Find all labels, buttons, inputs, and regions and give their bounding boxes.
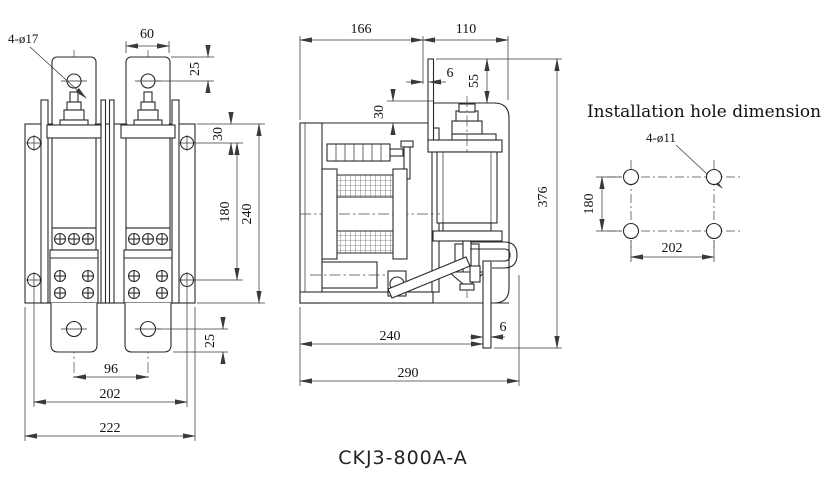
- install-hole: [622, 222, 640, 240]
- top-bracket-plate: [427, 58, 435, 142]
- dim-rear-depth: 110: [456, 22, 476, 37]
- coil-winding: [336, 174, 394, 198]
- coil-winding: [336, 230, 394, 254]
- dim-body-depth: 240: [380, 329, 401, 344]
- side-view: 166 110 6 55 30 376 240 6: [299, 22, 562, 386]
- coil-flange: [392, 168, 408, 260]
- coil-terminal-strip: [326, 143, 391, 162]
- rear-enclosure: [433, 102, 510, 304]
- lever-arm: [387, 256, 471, 299]
- base-plate: [299, 291, 434, 304]
- dim-total-height: 376: [536, 187, 551, 208]
- dim-gap-top: 6: [447, 66, 454, 81]
- magnet-cylinder: [436, 151, 498, 224]
- front-mounting-holes: [26, 135, 195, 288]
- front-dimensions: 4-ø17 60 25 30 180 240: [8, 27, 265, 441]
- arc-chute-cap: [46, 124, 102, 139]
- dim-plate-thickness: 6: [500, 320, 507, 335]
- lower-terminal-tab: [124, 303, 172, 353]
- front-view: 4-ø17 60 25 30 180 240: [8, 27, 265, 441]
- model-caption: CKJ3-800A-A: [338, 447, 468, 469]
- install-hole: [622, 168, 640, 186]
- dim-plate-height: 240: [240, 204, 255, 225]
- coil-flange: [321, 168, 338, 260]
- install-hole: [705, 168, 723, 186]
- frame-left-wall: [299, 122, 323, 304]
- arc-chute-body: [51, 137, 97, 229]
- install-title: Installation hole dimension: [587, 102, 821, 122]
- top-bracket-base: [427, 139, 503, 153]
- dim-tab-hole-offset: 25: [188, 62, 203, 76]
- install-hole-callout: 4-ø11: [646, 130, 676, 145]
- dim-install-pitch-h: 202: [662, 241, 683, 256]
- front-hole-callout: 4-ø17: [8, 31, 39, 46]
- side-dimensions: 166 110 6 55 30 376 240 6: [299, 22, 562, 386]
- dim-bottom-hole-offset: 25: [203, 334, 218, 348]
- dim-pole-pitch: 96: [104, 362, 118, 377]
- pole-left: [46, 50, 102, 378]
- arc-chute-body: [125, 137, 171, 229]
- dim-hole-span-h: 202: [100, 387, 121, 402]
- dim-tab-width: 60: [140, 27, 154, 42]
- dim-front-depth: 166: [351, 22, 372, 37]
- dim-bracket-drop: 55: [467, 74, 482, 88]
- dim-install-pitch-v: 180: [582, 194, 597, 215]
- lower-terminal-tab: [50, 303, 98, 353]
- hook-tube-inner: [470, 248, 511, 262]
- dim-step: 30: [372, 105, 387, 119]
- rear-mounting-plate: [482, 260, 492, 349]
- install-hole: [705, 222, 723, 240]
- dim-top-to-hole: 30: [211, 127, 226, 141]
- arc-chute-cap: [120, 124, 176, 139]
- dim-plate-width: 222: [100, 421, 121, 436]
- armature-bar: [432, 230, 503, 242]
- install-view: Installation hole dimension 4-ø11 180 20…: [582, 102, 821, 262]
- pole-right: [120, 50, 176, 378]
- dim-hole-span-v: 180: [218, 202, 233, 223]
- dim-overall-depth: 290: [398, 366, 419, 381]
- hook-tube-outer: [470, 241, 518, 269]
- install-dimensions: 180 202: [582, 176, 715, 262]
